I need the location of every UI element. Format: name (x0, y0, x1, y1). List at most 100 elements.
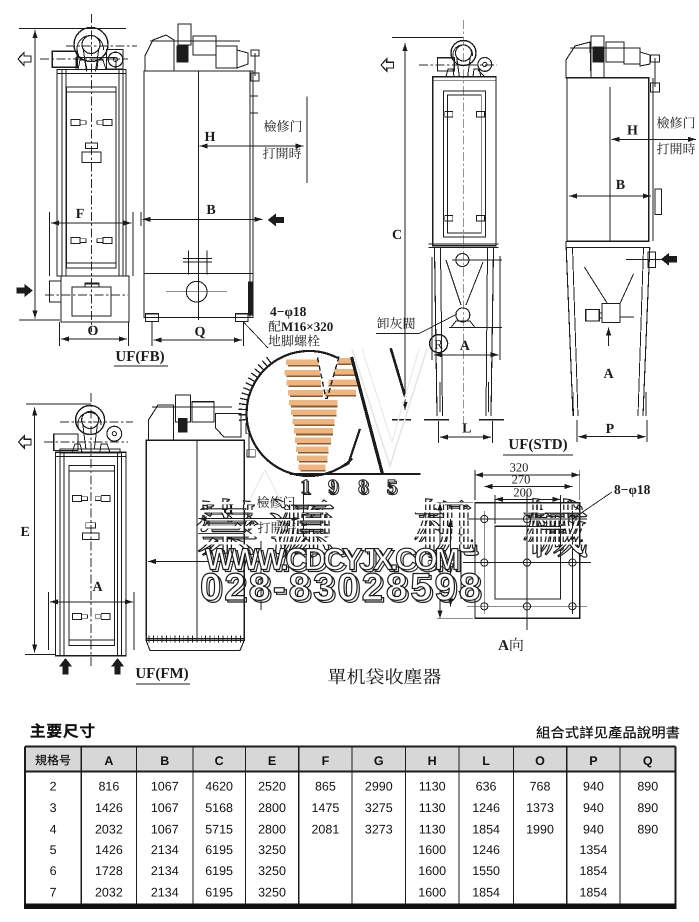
svg-text:5: 5 (388, 478, 398, 500)
svg-text:崇: 崇 (198, 485, 262, 571)
svg-text:7: 7 (50, 886, 57, 900)
svg-text:1426: 1426 (95, 801, 123, 815)
svg-text:B: B (160, 754, 169, 768)
svg-text:B: B (206, 203, 215, 218)
svg-text:1067: 1067 (151, 780, 179, 794)
svg-text:單机袋收塵器: 單机袋收塵器 (328, 664, 442, 689)
svg-text:Q: Q (195, 325, 206, 340)
svg-text:1990: 1990 (526, 822, 554, 836)
svg-text:1475: 1475 (311, 801, 339, 815)
svg-text:檢修门: 檢修门 (263, 116, 302, 135)
svg-text:2990: 2990 (365, 780, 393, 794)
svg-text:1354: 1354 (579, 843, 607, 857)
svg-text:4: 4 (50, 822, 57, 836)
svg-text:1: 1 (302, 478, 312, 500)
svg-text:1600: 1600 (418, 864, 446, 878)
svg-text:3275: 3275 (365, 801, 393, 815)
svg-text:2134: 2134 (151, 886, 179, 900)
svg-text:R: R (434, 337, 443, 352)
svg-text:2800: 2800 (258, 822, 286, 836)
svg-text:1854: 1854 (579, 886, 607, 900)
svg-text:200: 200 (513, 485, 532, 499)
svg-text:H: H (223, 503, 234, 518)
svg-text:G: G (374, 754, 384, 768)
svg-text:H: H (428, 754, 437, 768)
svg-text:890: 890 (637, 780, 658, 794)
svg-text:5: 5 (387, 476, 397, 498)
svg-text:2032: 2032 (95, 822, 123, 836)
svg-text:E: E (268, 754, 276, 768)
svg-text:P: P (606, 422, 615, 437)
svg-text:1600: 1600 (418, 843, 446, 857)
svg-text:940: 940 (583, 780, 604, 794)
svg-text:1246: 1246 (472, 801, 500, 815)
svg-text:5: 5 (50, 843, 57, 857)
svg-text:打開時: 打開時 (262, 143, 301, 162)
svg-text:1130: 1130 (419, 822, 446, 836)
svg-text:9: 9 (328, 476, 338, 498)
svg-text:028-83028598: 028-83028598 (200, 566, 483, 609)
svg-text:1854: 1854 (472, 822, 500, 836)
svg-text:1246: 1246 (472, 843, 500, 857)
svg-text:地脚螺栓: 地脚螺栓 (268, 331, 320, 350)
svg-text:P: P (589, 754, 597, 768)
svg-text:1854: 1854 (579, 864, 607, 878)
svg-text:C: C (392, 228, 402, 243)
svg-text:B: B (204, 544, 213, 559)
svg-text:3250: 3250 (258, 843, 286, 857)
svg-text:4−φ18: 4−φ18 (270, 304, 307, 319)
svg-text:1728: 1728 (95, 864, 123, 878)
svg-text:A: A (92, 580, 103, 595)
svg-text:机: 机 (413, 481, 477, 567)
svg-text:940: 940 (583, 822, 604, 836)
svg-text:3: 3 (50, 801, 57, 815)
svg-text:O: O (88, 324, 99, 339)
svg-text:Q: Q (643, 754, 653, 768)
svg-text:9: 9 (330, 478, 340, 500)
svg-text:1426: 1426 (95, 843, 123, 857)
svg-text:6195: 6195 (205, 886, 233, 900)
svg-text:WWW.CDCYJX.COM: WWW.CDCYJX.COM (205, 543, 459, 577)
svg-text:270: 270 (512, 473, 531, 487)
svg-text:5715: 5715 (205, 822, 233, 836)
svg-text:2081: 2081 (311, 822, 339, 836)
svg-text:O: O (535, 754, 545, 768)
svg-text:1067: 1067 (151, 801, 179, 815)
svg-text:865: 865 (315, 780, 336, 794)
svg-text:A向: A向 (498, 634, 524, 655)
svg-text:UF(STD): UF(STD) (508, 437, 567, 453)
svg-text:8−φ18: 8−φ18 (614, 482, 651, 497)
svg-text:A: A (460, 339, 471, 354)
svg-text:3250: 3250 (258, 864, 286, 878)
svg-text:規格号: 規格号 (35, 752, 71, 769)
svg-text:1130: 1130 (419, 801, 446, 815)
svg-text:F: F (76, 207, 85, 222)
svg-text:H: H (205, 130, 216, 145)
svg-text:打開時: 打開時 (656, 139, 695, 158)
svg-text:6195: 6195 (205, 843, 233, 857)
svg-text:2032: 2032 (95, 886, 123, 900)
svg-text:H: H (627, 124, 638, 139)
svg-text:F: F (322, 754, 330, 768)
svg-text:主要尺寸: 主要尺寸 (30, 720, 96, 742)
svg-text:械: 械 (521, 481, 585, 567)
svg-text:890: 890 (637, 801, 658, 815)
svg-text:机: 机 (417, 485, 481, 571)
svg-text:940: 940 (583, 801, 604, 815)
svg-text:320: 320 (425, 553, 439, 572)
svg-text:卸灰閥: 卸灰閥 (376, 313, 415, 332)
svg-text:2134: 2134 (151, 843, 179, 857)
svg-text:源: 源 (272, 485, 336, 571)
svg-text:1550: 1550 (472, 864, 500, 878)
svg-text:816: 816 (98, 780, 119, 794)
svg-text:8: 8 (360, 478, 370, 500)
svg-text:2520: 2520 (258, 780, 286, 794)
svg-text:028-83028598: 028-83028598 (202, 568, 485, 611)
svg-text:6195: 6195 (205, 864, 233, 878)
svg-text:A: A (604, 367, 615, 382)
svg-text:L: L (462, 422, 471, 437)
svg-text:8: 8 (358, 476, 368, 498)
svg-text:UF(FB): UF(FB) (115, 349, 164, 365)
svg-text:打開時: 打開時 (257, 518, 296, 537)
svg-text:6: 6 (50, 864, 57, 878)
